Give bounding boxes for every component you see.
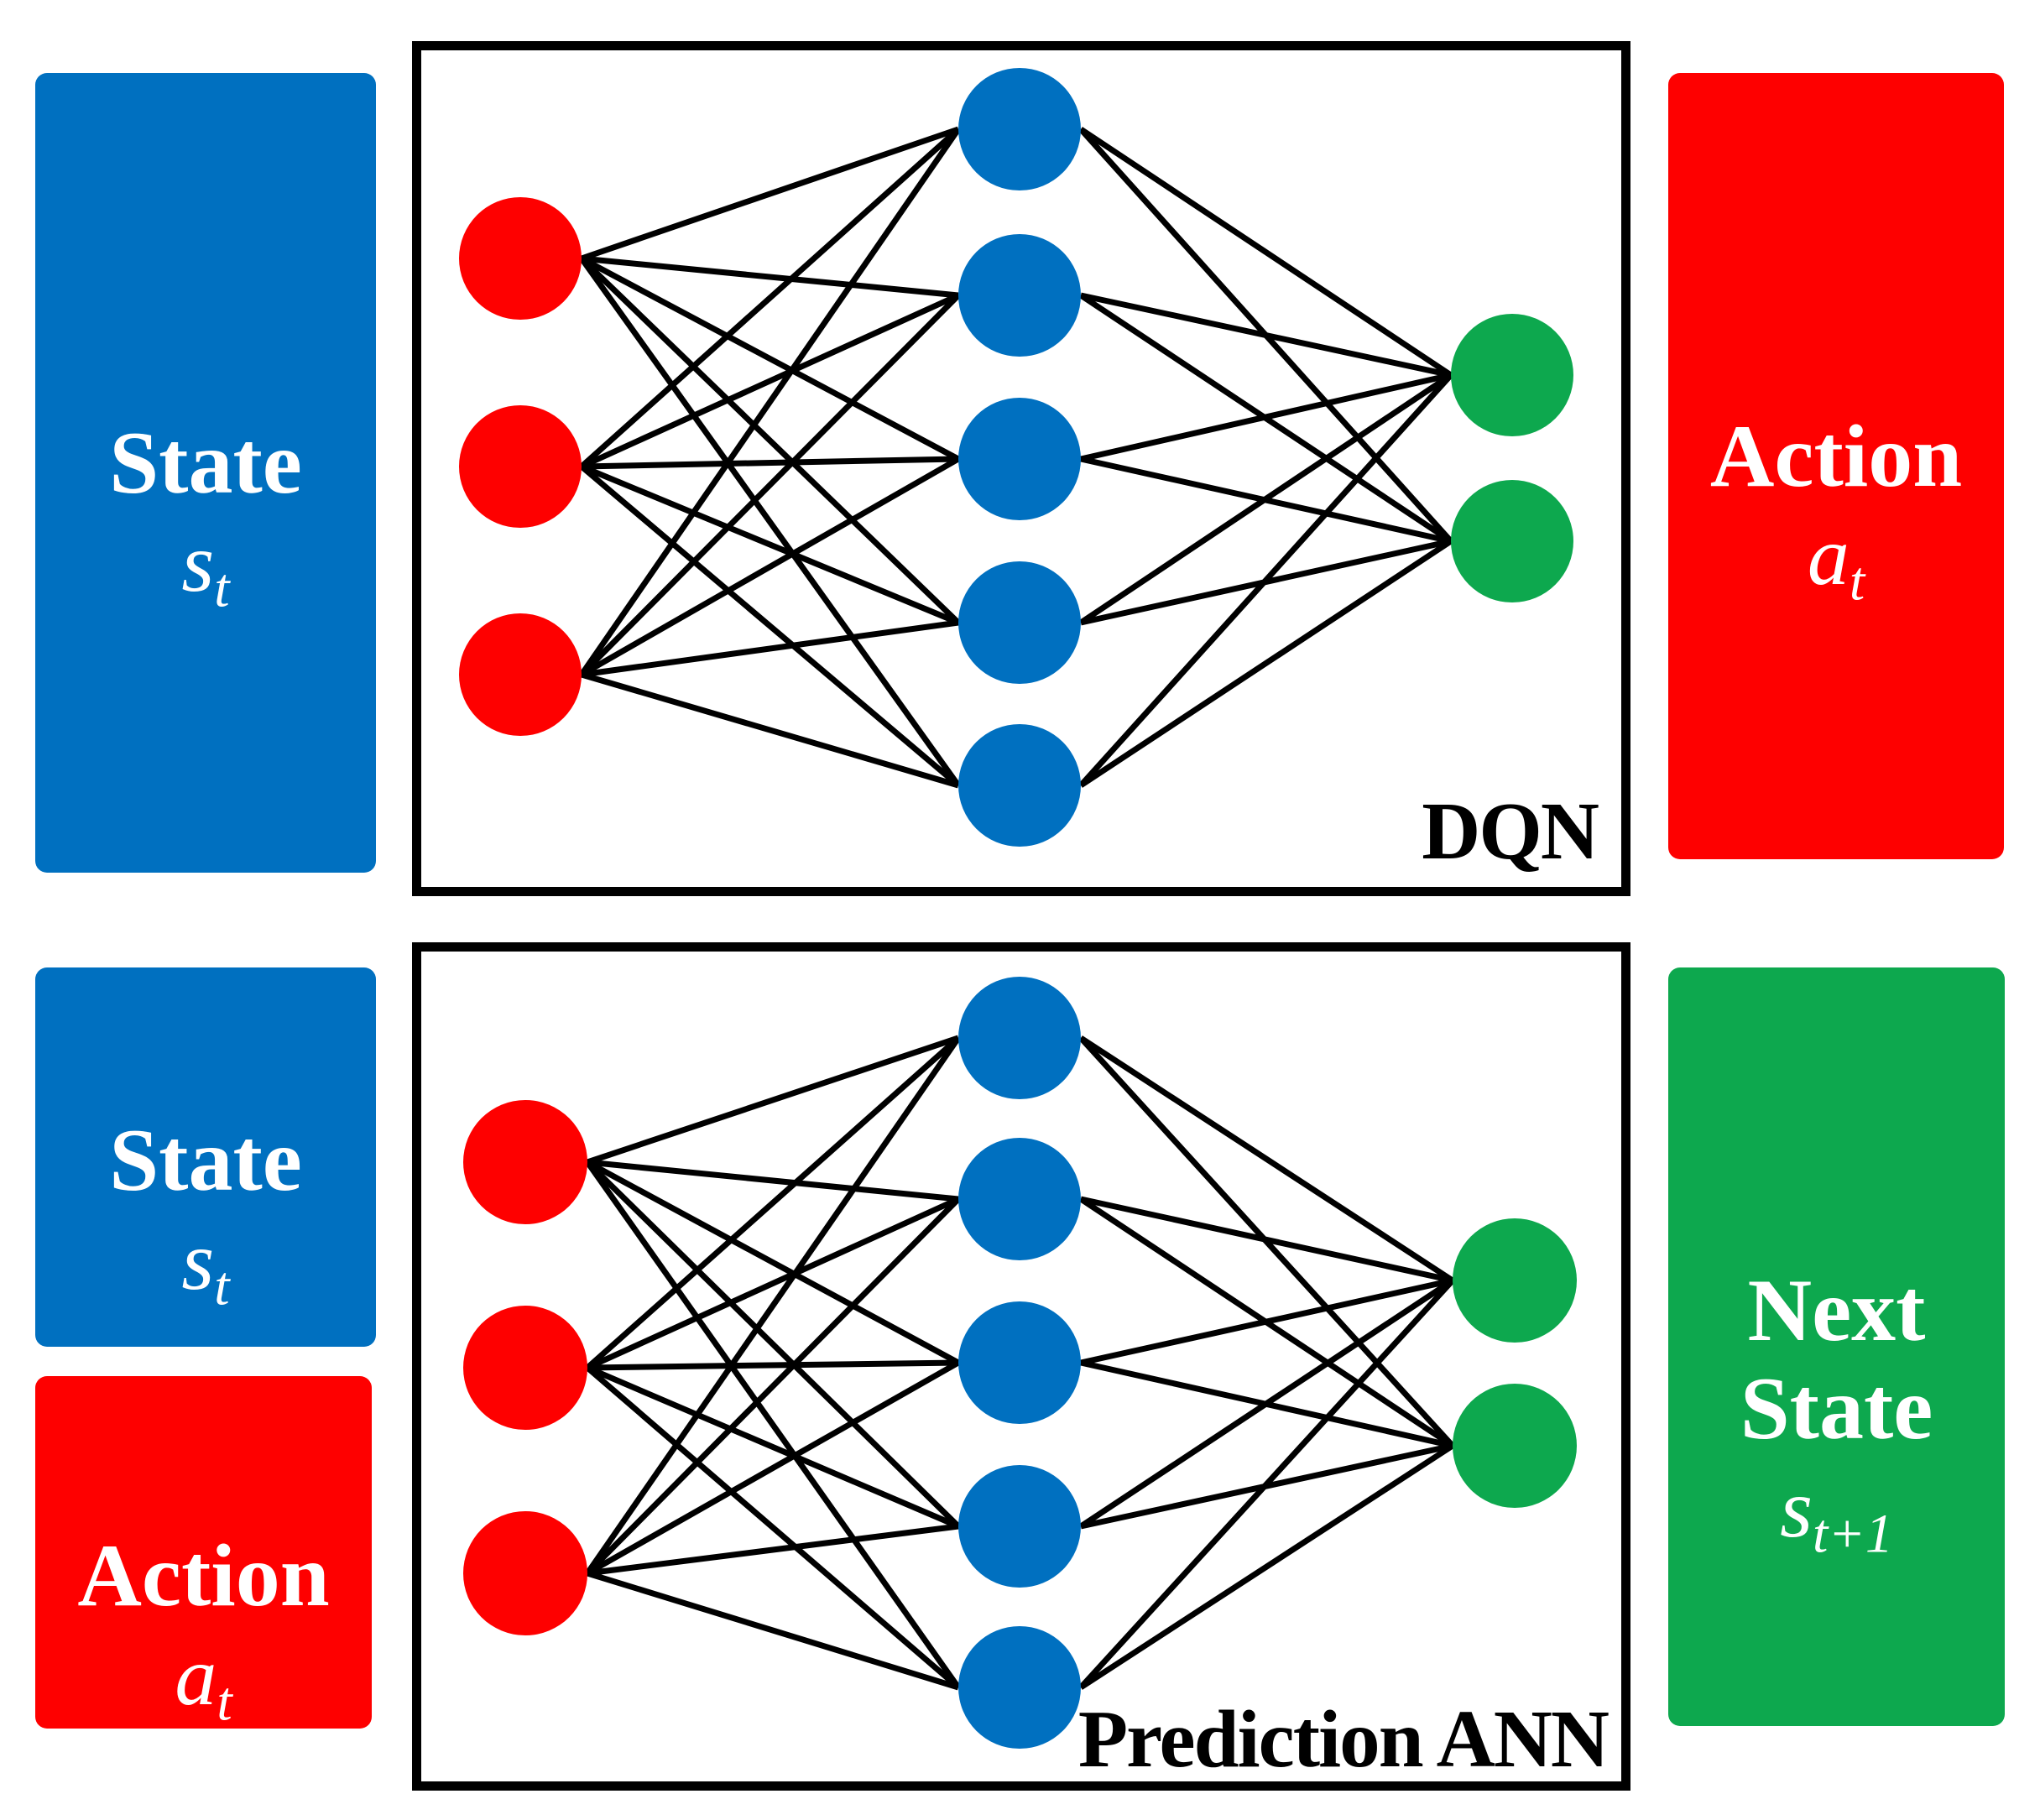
prediction-ann-edge [1080, 1196, 1453, 1284]
prediction-ann-edge [586, 1159, 960, 1366]
prediction-ann-output-node [1453, 1384, 1577, 1508]
dqn-edge [580, 126, 960, 262]
prediction-ann-edge [585, 1160, 961, 1529]
prediction-ann-edge [585, 1160, 961, 1690]
dqn-input-node [459, 613, 582, 736]
prediction-ann-input-node [463, 1306, 587, 1430]
action-box-bottom: Action at [35, 1376, 372, 1729]
state-box-top-symbol: st [181, 516, 230, 619]
prediction-ann-edge [585, 1035, 961, 1370]
dqn-edge [1080, 292, 1452, 378]
prediction-ann-edge [586, 1035, 960, 1166]
prediction-ann-edge [587, 1359, 959, 1371]
prediction-ann-edge [585, 1365, 961, 1690]
prediction-ann-edge [585, 1036, 961, 1575]
prediction-ann-hidden-node [958, 1301, 1081, 1424]
action-box-top-title: Action [1709, 406, 1963, 505]
dqn-edge [579, 256, 961, 788]
dqn-input-node [459, 197, 582, 320]
state-box-top-title: State [109, 413, 302, 512]
dqn-output-node [1451, 480, 1573, 602]
prediction-ann-label: Prediction ANN [1077, 1694, 1610, 1784]
dqn-edge [579, 293, 961, 677]
dqn-edge [581, 671, 959, 789]
dqn-edge [579, 127, 961, 469]
prediction-ann-edge [587, 1159, 959, 1202]
dqn-edge [1079, 127, 1453, 378]
prediction-ann-input-node [463, 1511, 587, 1635]
action-box-bottom-symbol: at [175, 1629, 232, 1733]
prediction-ann-hidden-node [958, 1465, 1081, 1588]
dqn-edge [580, 255, 960, 462]
prediction-ann-edge [1079, 1443, 1454, 1690]
dqn-input-node [459, 405, 582, 528]
action-box-bottom-title: Action [77, 1526, 330, 1625]
dqn-edge [1079, 373, 1453, 625]
action-box-top: Action at [1668, 73, 2004, 859]
prediction-ann-input-node [463, 1100, 587, 1224]
prediction-ann-edge [585, 1197, 961, 1576]
prediction-ann-edge [1079, 1278, 1454, 1529]
dqn-edge [1079, 539, 1453, 788]
dqn-box: DQN [412, 41, 1630, 896]
dqn-hidden-node [958, 68, 1081, 190]
state-box-bottom: State st [35, 967, 376, 1347]
dqn-edge [580, 292, 960, 470]
prediction-ann-output-node [1453, 1218, 1577, 1343]
prediction-ann-hidden-node [958, 977, 1081, 1099]
prediction-ann-edge [587, 1523, 959, 1577]
prediction-ann-edge [1079, 1035, 1454, 1283]
dqn-edge [581, 619, 959, 678]
prediction-ann-edge [1080, 1277, 1453, 1366]
dqn-output-node [1451, 314, 1573, 436]
prediction-ann-box: Prediction ANN [412, 942, 1630, 1791]
prediction-ann-hidden-node [958, 1138, 1081, 1260]
dqn-hidden-node [958, 398, 1081, 520]
state-box-bottom-title: State [109, 1111, 302, 1210]
dqn-edge [579, 256, 961, 625]
next-state-box-title-line1: Next [1747, 1260, 1926, 1359]
prediction-ann-edge [586, 1359, 960, 1577]
next-state-box-symbol: st+1 [1780, 1462, 1893, 1565]
prediction-ann-edge [586, 1364, 960, 1530]
dqn-edge [579, 464, 961, 788]
dqn-edge [580, 456, 960, 678]
dqn-edge [1078, 373, 1453, 788]
prediction-ann-edge [586, 1196, 960, 1371]
state-box-bottom-symbol: st [181, 1213, 230, 1317]
dqn-label: DQN [1422, 786, 1599, 876]
dqn-edge [581, 456, 959, 470]
dqn-hidden-node [958, 724, 1081, 847]
prediction-ann-hidden-node [958, 1626, 1081, 1749]
dqn-hidden-node [958, 234, 1081, 357]
dqn-edge [581, 255, 959, 299]
state-box-top: State st [35, 73, 376, 873]
dqn-edge [579, 128, 961, 676]
dqn-edge [1080, 372, 1452, 462]
action-box-top-symbol: at [1807, 509, 1865, 613]
next-state-box: Next State st+1 [1668, 967, 2005, 1726]
prediction-ann-edge [586, 1570, 960, 1691]
prediction-ann-edge [1078, 1278, 1455, 1690]
next-state-box-title-line2: State [1740, 1358, 1933, 1458]
dqn-hidden-node [958, 561, 1081, 684]
dqn-edge [580, 463, 960, 626]
